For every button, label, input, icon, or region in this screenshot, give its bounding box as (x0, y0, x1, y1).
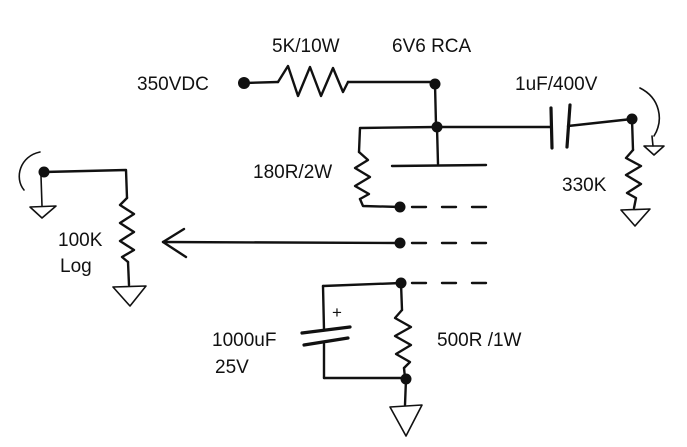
supply-voltage-label: 350VDC (137, 74, 209, 95)
volume-pot-value-label: 100K (58, 230, 103, 251)
feedback-top-wire (357, 125, 439, 154)
volume-pot-ground-lead (126, 260, 131, 287)
input-jack-ground-symbol (29, 205, 57, 219)
plate-stem (435, 125, 440, 166)
output-resistor (624, 148, 643, 210)
dropping-resistor-label: 5K/10W (272, 36, 340, 57)
input-jack-ground-lead (40, 175, 43, 207)
volume-pot-taper-label: Log (60, 256, 92, 277)
bypass-cap-left-wire (321, 284, 326, 332)
grid-node (394, 201, 406, 213)
polarity-mark: + (332, 303, 342, 322)
output-jack-ground-lead (651, 135, 654, 147)
output-jack (639, 87, 661, 137)
bypass-cap-value-label: 1000uF (212, 330, 276, 351)
cathode-feedback-resistor (353, 150, 372, 201)
main-ground-symbol (389, 404, 423, 437)
bypass-cap-plate-top (300, 325, 352, 335)
cathode-resistor-label: 500R /1W (437, 330, 522, 351)
cathode-feedback-resistor-label: 180R/2W (253, 162, 332, 183)
output-jack-ground-symbol (643, 145, 665, 156)
supply-wire (242, 80, 280, 85)
coupling-cap-plate-left (549, 106, 554, 150)
bypass-cap-plate-bottom (302, 336, 350, 347)
input-jack-wire (42, 168, 129, 200)
tube-plate (390, 163, 488, 168)
output-resistor-ground-symbol (620, 208, 651, 227)
feedback-bottom-wire (358, 197, 402, 209)
output-resistor-label: 330K (562, 175, 607, 196)
input-jack (18, 151, 41, 191)
plate-lead (433, 82, 438, 127)
dropping-resistor (276, 64, 350, 98)
cathode-resistor (393, 308, 413, 370)
wiper-arrow-line (161, 240, 402, 245)
coupling-cap-label: 1uF/400V (515, 74, 598, 95)
cap-to-output-wire (566, 117, 634, 128)
ground-lead (403, 377, 408, 407)
bypass-cap-voltage-label: 25V (215, 357, 249, 378)
cathode-return-wire (322, 366, 407, 380)
output-resistor-lead (630, 117, 635, 152)
cathode-bus-wire (321, 281, 403, 288)
tube-label: 6V6 RCA (392, 36, 472, 57)
volume-pot (118, 196, 136, 264)
wiper-arrowhead (161, 227, 188, 259)
volume-pot-ground-symbol (112, 285, 147, 307)
cathode-resistor-lead (399, 281, 404, 312)
